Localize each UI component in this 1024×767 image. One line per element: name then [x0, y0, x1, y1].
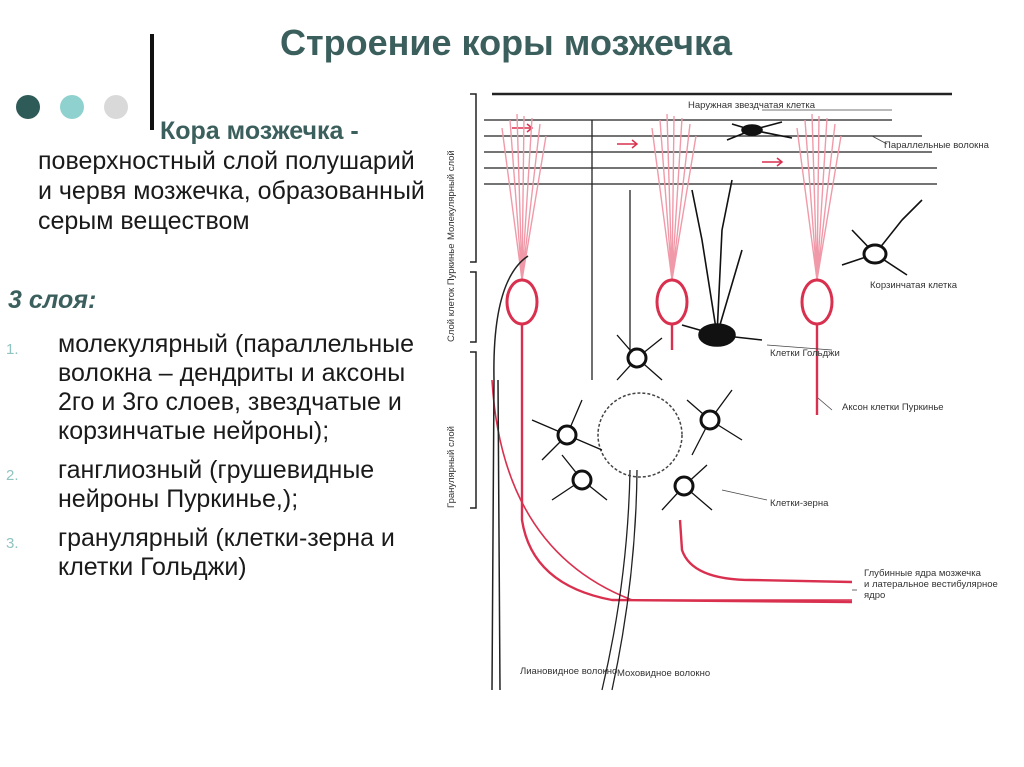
decor-dot-dark: [16, 95, 40, 119]
label-molecular-layer: Молекулярный слой: [446, 150, 457, 240]
fiber-arrows: [512, 123, 784, 167]
label-outer-stellate: Наружная звездчатая клетка: [688, 100, 816, 111]
glomerulus: [597, 392, 683, 478]
label-granular-layer: Гранулярный слой: [446, 426, 457, 508]
intro-rest: поверхностный слой полушарий и червя моз…: [38, 147, 425, 235]
label-parallel-fibers: Параллельные волокна: [884, 140, 990, 151]
label-purkinje-layer: Слой клеток Пуркинье: [446, 243, 457, 342]
purkinje-dendrites: [501, 113, 842, 281]
layer-brackets: [470, 93, 477, 509]
label-granule-cells: Клетки-зерна: [770, 498, 829, 509]
label-climbing-fiber: Лиановидное волокно: [520, 666, 617, 677]
list-item: 1. молекулярный (параллельные волокна – …: [0, 330, 430, 446]
list-text: молекулярный (параллельные волокна – ден…: [58, 330, 415, 445]
neurons: [531, 121, 923, 511]
cerebellum-cortex-diagram: Молекулярный слой Слой клеток Пуркинье Г…: [446, 92, 998, 691]
slide-title: Строение коры мозжечка: [280, 22, 733, 63]
parallel-fibers: [484, 92, 952, 185]
list-item: 2. ганглиозный (грушевидные нейроны Пурк…: [0, 456, 430, 514]
label-golgi-cells: Клетки Гольджи: [770, 348, 840, 359]
list-number: 3.: [6, 535, 19, 552]
decor-dot-gray: [104, 95, 128, 119]
layers-heading: 3 слоя:: [8, 286, 97, 314]
intro-lead: Кора мозжечка -: [160, 117, 359, 145]
label-basket-cell: Корзинчатая клетка: [870, 280, 958, 291]
list-number: 1.: [6, 341, 19, 358]
list-item: 3. гранулярный (клетки-зерна и клетки Го…: [0, 524, 430, 582]
label-purkinje-axon: Аксон клетки Пуркинье: [842, 402, 944, 413]
label-mossy-fiber: Моховидное волокно: [617, 668, 710, 679]
mossy-fiber: [591, 120, 638, 691]
purkinje-axons: [491, 324, 853, 604]
title-divider: [150, 34, 154, 130]
intro-text: Кора мозжечка - поверхностный слой полуш…: [38, 116, 430, 236]
climbing-fiber: [491, 255, 529, 691]
label-leaders: [721, 109, 892, 591]
layers-list: 1. молекулярный (параллельные волокна – …: [0, 330, 430, 592]
list-text: ганглиозный (грушевидные нейроны Пуркинь…: [58, 456, 375, 513]
list-text: гранулярный (клетки-зерна и клетки Гольд…: [58, 524, 395, 581]
purkinje-cells: [505, 278, 834, 326]
decor-dot-teal: [60, 95, 84, 119]
list-number: 2.: [6, 467, 19, 484]
